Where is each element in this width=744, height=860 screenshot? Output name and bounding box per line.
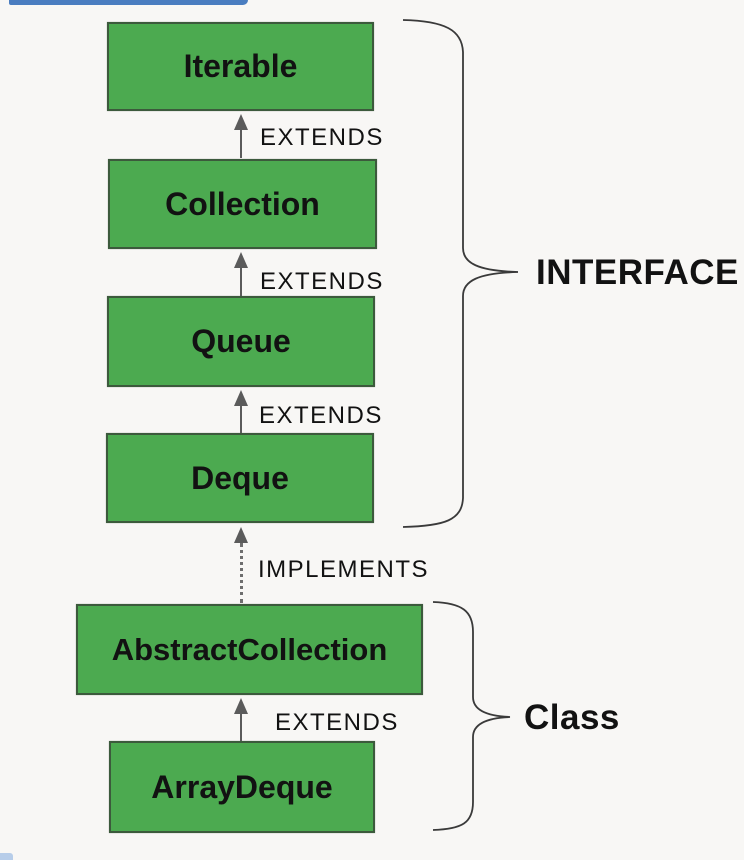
extends-arrow-collection-to-iterable (233, 114, 249, 158)
group-label-interface: INTERFACE (536, 253, 739, 292)
arrowhead-up-icon (234, 114, 248, 130)
arrow-stem (240, 406, 242, 433)
edge-label-extends-2: EXTENDS (260, 268, 384, 295)
node-abstractcollection: AbstractCollection (76, 604, 423, 695)
edge-label-extends-3: EXTENDS (259, 402, 383, 429)
node-queue: Queue (107, 296, 375, 387)
edge-label-implements: IMPLEMENTS (258, 556, 430, 583)
edge-label-extends-1: EXTENDS (260, 124, 384, 151)
arrowhead-up-icon (234, 527, 248, 543)
extends-arrow-queue-to-collection (233, 252, 249, 296)
cropped-blue-chip (0, 853, 13, 860)
extends-arrow-arraydeque-to-abstractcollection (233, 698, 249, 741)
arrowhead-up-icon (234, 698, 248, 714)
node-iterable: Iterable (107, 22, 374, 111)
arrow-stem-dotted (239, 543, 243, 603)
cropped-blue-bar (9, 0, 248, 5)
interface-brace (402, 19, 519, 528)
class-brace (432, 601, 511, 831)
arrow-stem (240, 268, 242, 296)
node-collection: Collection (108, 159, 377, 249)
arrowhead-up-icon (234, 390, 248, 406)
implements-arrow-abstractcollection-to-deque (233, 527, 249, 603)
arrowhead-up-icon (234, 252, 248, 268)
extends-arrow-deque-to-queue (233, 390, 249, 433)
arrow-stem (240, 130, 242, 158)
edge-label-extends-4: EXTENDS (275, 709, 399, 736)
arrow-stem (240, 714, 242, 741)
node-arraydeque: ArrayDeque (109, 741, 375, 833)
node-deque: Deque (106, 433, 374, 523)
group-label-class: Class (524, 698, 620, 737)
